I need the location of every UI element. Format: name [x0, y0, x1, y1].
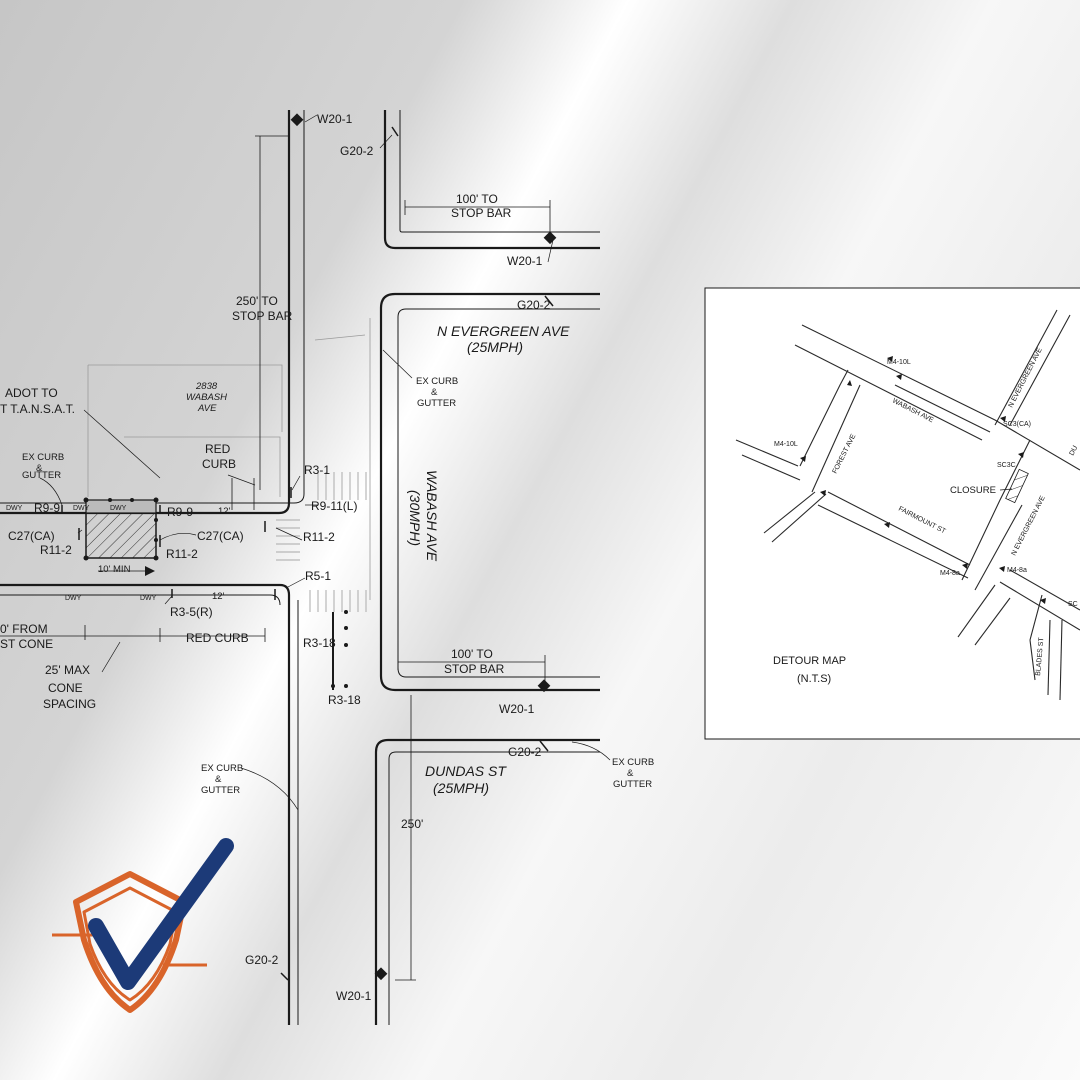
ex-curb-east-line3: GUTTER	[417, 398, 456, 409]
cone-markers	[83, 497, 348, 688]
sign-posts	[61, 126, 554, 981]
sign-label-r11-2-east: R11-2	[303, 530, 335, 544]
curb-lines	[0, 110, 600, 1025]
sign-label-r3-18-upper: R3-18	[303, 636, 336, 650]
sign-label-g20-2-south: G20-2	[245, 953, 279, 967]
dwy-label-2: DWY	[73, 505, 90, 512]
detour-sign-sc3-cut: SC3C	[997, 462, 1016, 469]
dimension-lines	[0, 135, 551, 981]
dwy-label-1: DWY	[6, 505, 23, 512]
dim-12-north: 12'	[218, 506, 231, 517]
ex-curb-sw-line3: GUTTER	[201, 785, 240, 796]
detour-sign-m4-10l-left: M4-10L	[774, 441, 798, 448]
work-zone-hatched	[85, 512, 157, 559]
street-dundas-speed: (25MPH)	[433, 780, 489, 796]
detour-sign-m4-10l-top: M4-10L	[887, 359, 911, 366]
ex-curb-east-line2: &	[431, 387, 438, 398]
ex-curb-west-line3: GUTTER	[22, 470, 61, 481]
street-dundas: DUNDAS ST	[425, 763, 507, 779]
leader-lines	[39, 114, 611, 811]
sign-label-w20-1-south: W20-1	[336, 989, 372, 1003]
detour-map-scale: (N.T.S)	[797, 673, 831, 685]
plan-drawing: W20-1 G20-2 100' TO STOP BAR W20-1 G20-2…	[0, 110, 654, 1025]
sign-label-w20-1-east: W20-1	[507, 254, 543, 268]
dim-250-line1: 250' TO	[236, 294, 278, 308]
street-evergreen: N EVERGREEN AVE	[437, 323, 570, 339]
sign-label-r3-1: R3-1	[304, 463, 330, 477]
sign-label-r5-1: R5-1	[305, 569, 331, 583]
closure-area	[1005, 468, 1029, 504]
sign-label-w20-1-north: W20-1	[317, 112, 353, 126]
street-wabash-speed: (30MPH)	[407, 490, 423, 546]
detour-street-du-cut: DU	[1069, 445, 1080, 457]
sign-label-g20-2-dundas: G20-2	[508, 745, 542, 759]
red-curb-line1: RED	[205, 442, 231, 456]
sign-label-g20-2-north: G20-2	[340, 144, 374, 158]
dim-100-south-line2: STOP BAR	[444, 662, 505, 676]
sign-label-r3-18-lower: R3-18	[328, 693, 361, 707]
address-line1: 2838	[195, 381, 218, 392]
detour-map: M4-10L M4-10L SC3(CA) SC3C M4-8a M4-8a S…	[704, 287, 1080, 740]
adot-note-line1: ADOT TO	[5, 386, 58, 400]
dwy-label-4: DWY	[65, 595, 82, 602]
background-features	[87, 318, 371, 600]
dim-100-south-line1: 100' TO	[451, 647, 493, 661]
sign-label-g20-2-evergreen: G20-2	[517, 298, 551, 312]
work-zone-upper	[85, 499, 157, 514]
ex-curb-se-line1: EX CURB	[612, 757, 654, 768]
address-line3: AVE	[197, 403, 217, 414]
adot-note-line2: T T.A.N.S.A.T.	[0, 402, 75, 416]
detour-closure-label: CLOSURE	[950, 485, 996, 496]
shield-checkmark-icon	[52, 838, 234, 1013]
direction-arrow	[145, 566, 155, 576]
ex-curb-se-line3: GUTTER	[613, 779, 652, 790]
street-evergreen-speed: (25MPH)	[467, 339, 523, 355]
detour-arrows	[800, 356, 1046, 604]
address-line2: WABASH	[186, 392, 227, 403]
dim-12-south: 12'	[212, 591, 225, 602]
detour-map-frame	[704, 287, 1080, 740]
sign-label-w20-1-south-east: W20-1	[499, 702, 535, 716]
ex-curb-east-line1: EX CURB	[416, 376, 458, 387]
ex-curb-se-line2: &	[627, 768, 634, 779]
sign-label-r3-5r: R3-5(R)	[170, 605, 213, 619]
red-curb-south: RED CURB	[186, 631, 249, 645]
sign-label-c27ca-west: C27(CA)	[8, 529, 55, 543]
dim-from-line1: 0' FROM	[0, 622, 48, 636]
dim-from-line2: ST CONE	[0, 637, 53, 651]
street-wabash: WABASH AVE	[424, 470, 440, 562]
dim-10-min: 10' MIN	[98, 564, 131, 575]
closure-leader	[999, 488, 1013, 491]
detour-sign-sc-cut: SC	[1068, 601, 1078, 608]
dim-100-north-line1: 100' TO	[456, 192, 498, 206]
sign-label-r9-9-west: R9-9	[34, 501, 60, 515]
sign-label-c27ca-east: C27(CA)	[197, 529, 244, 543]
cone-note-line2: CONE	[48, 681, 83, 695]
ex-curb-sw-line1: EX CURB	[201, 763, 243, 774]
sign-label-r11-2-west: R11-2	[40, 543, 72, 557]
detour-sign-m4-8a-right: M4-8a	[1007, 567, 1027, 574]
dwy-label-5: DWY	[140, 595, 157, 602]
detour-streets	[735, 309, 1080, 701]
detour-map-title: DETOUR MAP	[773, 655, 846, 667]
detour-street-blades: BLADES ST	[1035, 636, 1045, 676]
detour-sign-m4-8a-left: M4-8a	[940, 570, 960, 577]
sign-label-r11-2-mid: R11-2	[166, 547, 198, 561]
dim-100-north-line2: STOP BAR	[451, 206, 512, 220]
dwy-label-3: DWY	[110, 505, 127, 512]
ex-curb-sw-line2: &	[215, 774, 222, 785]
cone-note-line3: SPACING	[43, 697, 96, 711]
dim-250-line2: STOP BAR	[232, 309, 293, 323]
ex-curb-west-line2: &	[36, 463, 43, 474]
sign-label-r9-11l: R9-11(L)	[311, 499, 357, 513]
crosswalks	[276, 472, 367, 612]
dim-250-south: 250'	[401, 817, 423, 831]
sign-markers	[290, 113, 557, 981]
detour-sign-sc3ca: SC3(CA)	[1003, 421, 1031, 428]
red-curb-line2: CURB	[202, 457, 236, 471]
ex-curb-west-line1: EX CURB	[22, 452, 64, 463]
cone-note-line1: 25' MAX	[45, 663, 90, 677]
sign-label-r9-9-east: R9-9	[167, 505, 193, 519]
